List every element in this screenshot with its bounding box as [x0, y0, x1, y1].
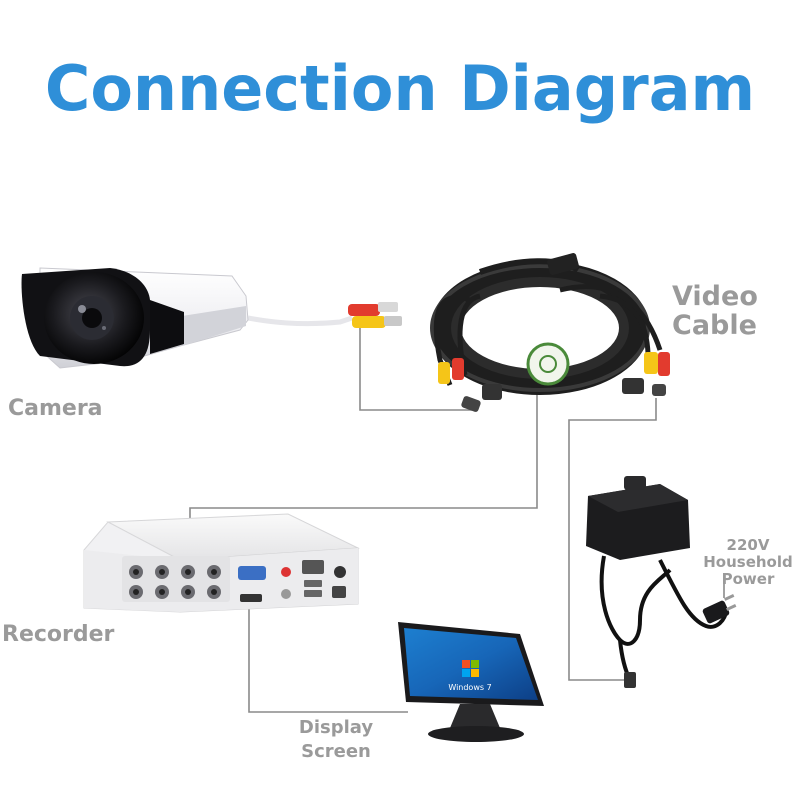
- label-power-line3: Power: [721, 570, 775, 588]
- dc-plug-right-icon: [652, 384, 666, 396]
- label-display-line2: Screen: [301, 741, 371, 762]
- lan-port-icon: [302, 560, 324, 574]
- windows-logo-icon: [462, 660, 479, 677]
- camera-to-cable-line: [359, 320, 472, 411]
- label-recorder: Recorder: [2, 622, 115, 647]
- display-monitor: Windows 7: [398, 622, 544, 742]
- label-display-line1: Display: [298, 717, 374, 738]
- label-household-power: 220V Household Power: [698, 537, 798, 588]
- usb-port-icon: [304, 580, 322, 587]
- windows-text: Windows 7: [448, 683, 491, 692]
- label-video-cable-line1: Video: [672, 281, 758, 312]
- bnc-plug-left-icon: [482, 384, 502, 400]
- rca-red-plug-icon: [348, 304, 380, 316]
- recorder-to-display-line: [248, 608, 408, 713]
- cable-to-power-line: [568, 398, 657, 681]
- dvr-recorder: [83, 513, 360, 613]
- power-plug-icon: [702, 600, 730, 624]
- label-power-line2: Household: [703, 553, 793, 571]
- dc-plug-left-icon: [461, 396, 481, 412]
- bullet-camera: [21, 267, 353, 369]
- cable-label-sticker-icon: [526, 342, 570, 386]
- bnc-video-inputs: [129, 565, 221, 599]
- label-video-cable: Video Cable: [672, 282, 758, 340]
- label-power-line1: 220V: [726, 536, 770, 554]
- video-cable-coil: [430, 253, 670, 412]
- label-video-cable-line2: Cable: [672, 310, 757, 341]
- label-camera: Camera: [8, 396, 103, 421]
- hdmi-port-icon: [240, 594, 262, 602]
- dc-barrel-plug-icon: [624, 672, 636, 688]
- vga-port-icon: [238, 566, 266, 580]
- power-adapter: [586, 476, 737, 688]
- rca-yellow-plug-icon: [352, 316, 386, 328]
- label-display-screen: Display Screen: [288, 716, 384, 764]
- diagram-title: Connection Diagram: [44, 52, 756, 125]
- camera-rca-plugs: [348, 302, 402, 328]
- bnc-plug-right-icon: [622, 378, 644, 394]
